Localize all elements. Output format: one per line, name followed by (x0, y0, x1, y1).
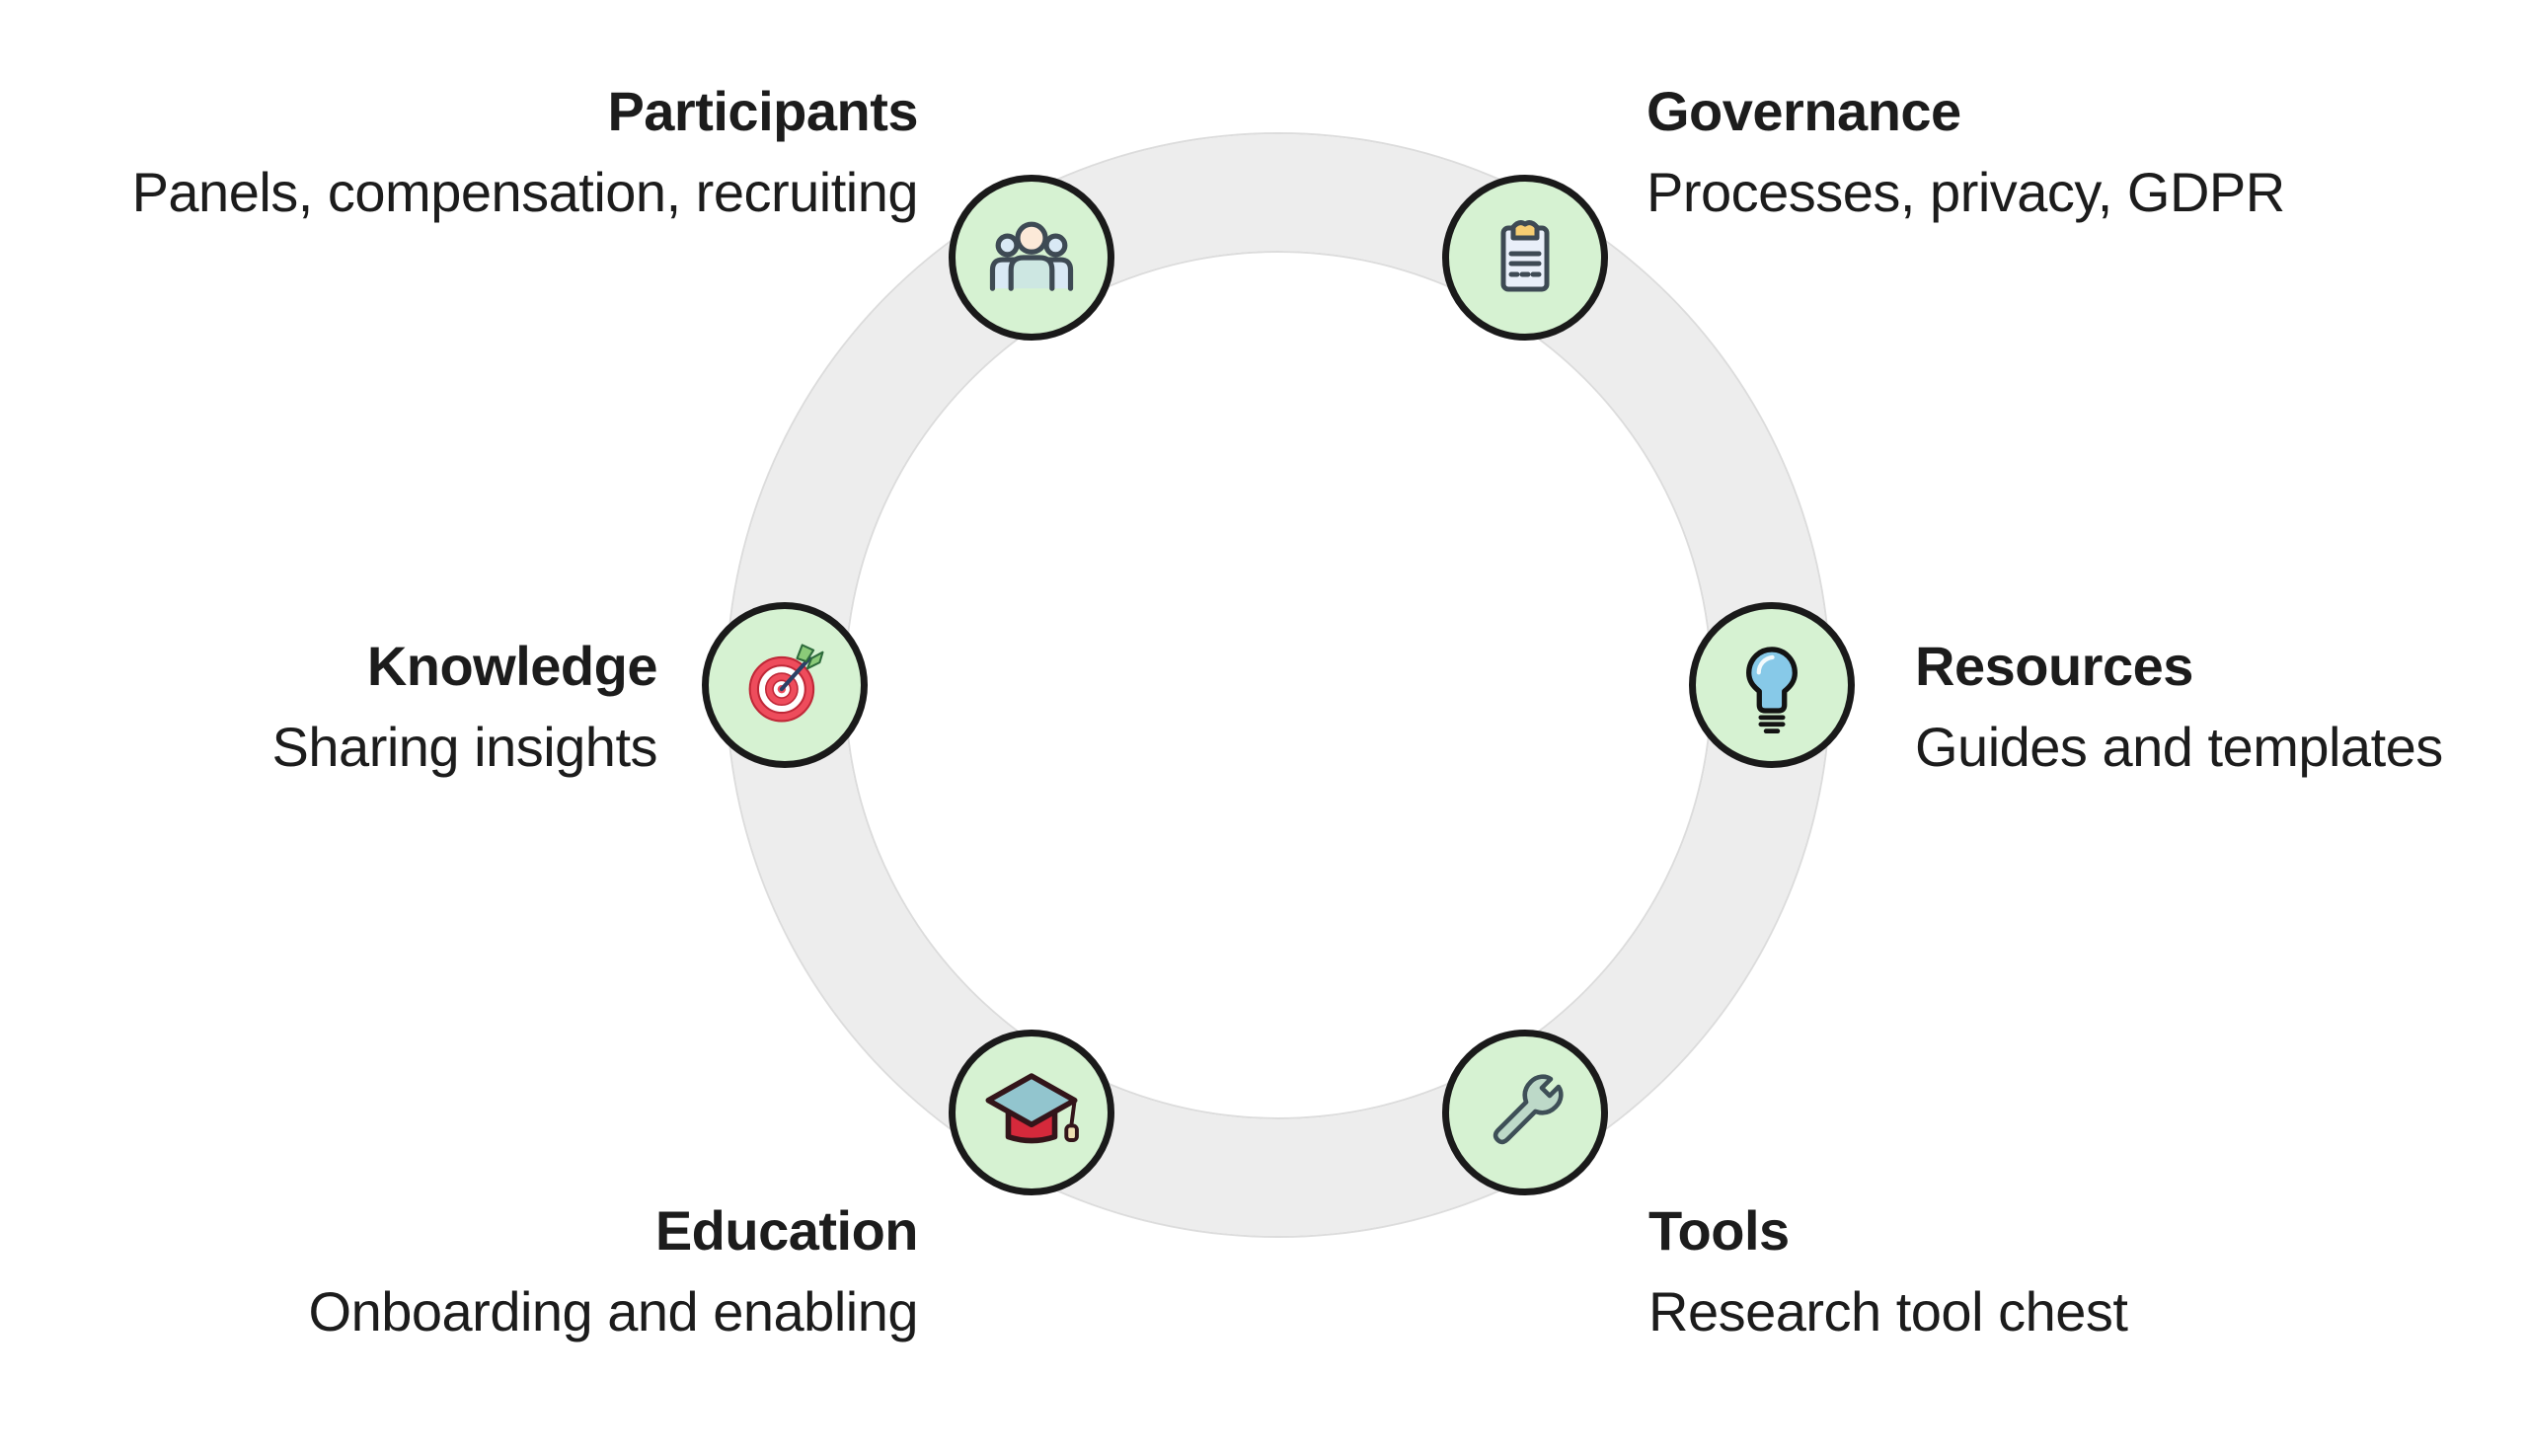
node-governance (1442, 175, 1608, 341)
tools-subtitle: Research tool chest (1648, 1280, 2128, 1342)
resources-label: Resources Guides and templates (1915, 638, 2443, 776)
participants-subtitle: Panels, compensation, recruiting (131, 161, 919, 223)
governance-subtitle: Processes, privacy, GDPR (1646, 161, 2285, 223)
participants-label: Participants Panels, compensation, recru… (131, 80, 919, 223)
education-label: Education Onboarding and enabling (308, 1199, 919, 1342)
education-title: Education (654, 1199, 919, 1262)
resources-title: Resources (1915, 635, 2193, 697)
lightbulb-icon (1720, 633, 1824, 737)
resources-subtitle: Guides and templates (1915, 716, 2443, 778)
cycle-ring (727, 134, 1829, 1236)
graduation-cap-icon (976, 1057, 1087, 1168)
tools-label: Tools Research tool chest (1648, 1199, 2128, 1342)
node-participants (949, 175, 1114, 341)
target-icon (733, 634, 836, 736)
node-resources (1689, 602, 1855, 768)
knowledge-subtitle: Sharing insights (271, 716, 658, 778)
node-education (949, 1030, 1114, 1195)
participants-title: Participants (607, 80, 918, 142)
knowledge-title: Knowledge (366, 635, 658, 697)
clipboard-icon (1476, 208, 1574, 307)
node-tools (1442, 1030, 1608, 1195)
governance-title: Governance (1646, 80, 1961, 142)
education-subtitle: Onboarding and enabling (308, 1280, 919, 1342)
knowledge-label: Knowledge Sharing insights (271, 635, 658, 778)
node-knowledge (702, 602, 868, 768)
wrench-icon (1475, 1062, 1575, 1163)
tools-title: Tools (1648, 1199, 1790, 1262)
governance-label: Governance Processes, privacy, GDPR (1646, 83, 2285, 221)
people-icon (980, 206, 1083, 309)
